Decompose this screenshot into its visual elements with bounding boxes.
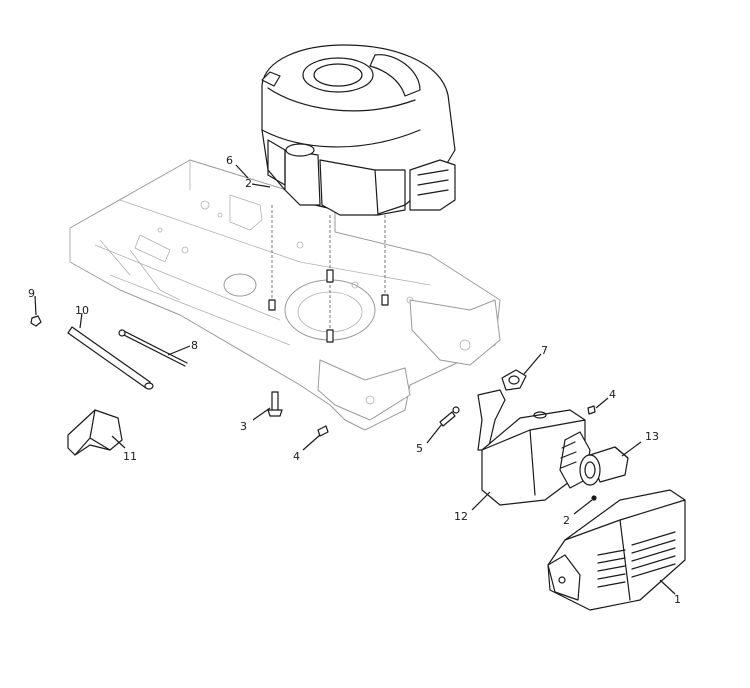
callout-1: 1 bbox=[674, 593, 681, 606]
part-5-bolt bbox=[439, 406, 460, 427]
callout-2-lower: 2 bbox=[563, 514, 570, 527]
callouts: 1 2 2 3 4 4 5 6 7 8 9 10 11 12 13 bbox=[28, 154, 681, 606]
part-3-bolt bbox=[267, 391, 283, 417]
callout-7: 7 bbox=[541, 344, 548, 357]
part-8-bolt bbox=[118, 329, 188, 367]
callout-12: 12 bbox=[454, 510, 468, 523]
engine-mount-studs bbox=[268, 205, 389, 343]
part-4-screw-right bbox=[587, 405, 596, 415]
callout-10: 10 bbox=[75, 304, 89, 317]
callout-11: 11 bbox=[123, 450, 137, 463]
leader-lines bbox=[34, 164, 676, 595]
callout-4-left: 4 bbox=[293, 450, 300, 463]
part-13-outlet bbox=[579, 446, 629, 486]
engine bbox=[261, 44, 456, 216]
part-4-screw-left bbox=[317, 425, 329, 437]
part-12-muffler bbox=[477, 389, 591, 506]
callout-2-engine: 2 bbox=[245, 177, 252, 190]
part-9-nut bbox=[30, 315, 42, 327]
callout-3: 3 bbox=[240, 420, 247, 433]
callout-9: 9 bbox=[28, 287, 35, 300]
chassis-frame bbox=[69, 159, 501, 431]
part-10-rod bbox=[67, 326, 154, 390]
callout-13: 13 bbox=[645, 430, 659, 443]
callout-6: 6 bbox=[226, 154, 233, 167]
callout-8: 8 bbox=[191, 339, 198, 352]
part-2-screw-lower bbox=[591, 495, 597, 501]
callout-5: 5 bbox=[416, 442, 423, 455]
part-7-gasket bbox=[501, 369, 527, 391]
callout-4-right: 4 bbox=[609, 388, 616, 401]
part-11-shield bbox=[67, 409, 123, 456]
part-1-heat-shield bbox=[547, 489, 686, 611]
